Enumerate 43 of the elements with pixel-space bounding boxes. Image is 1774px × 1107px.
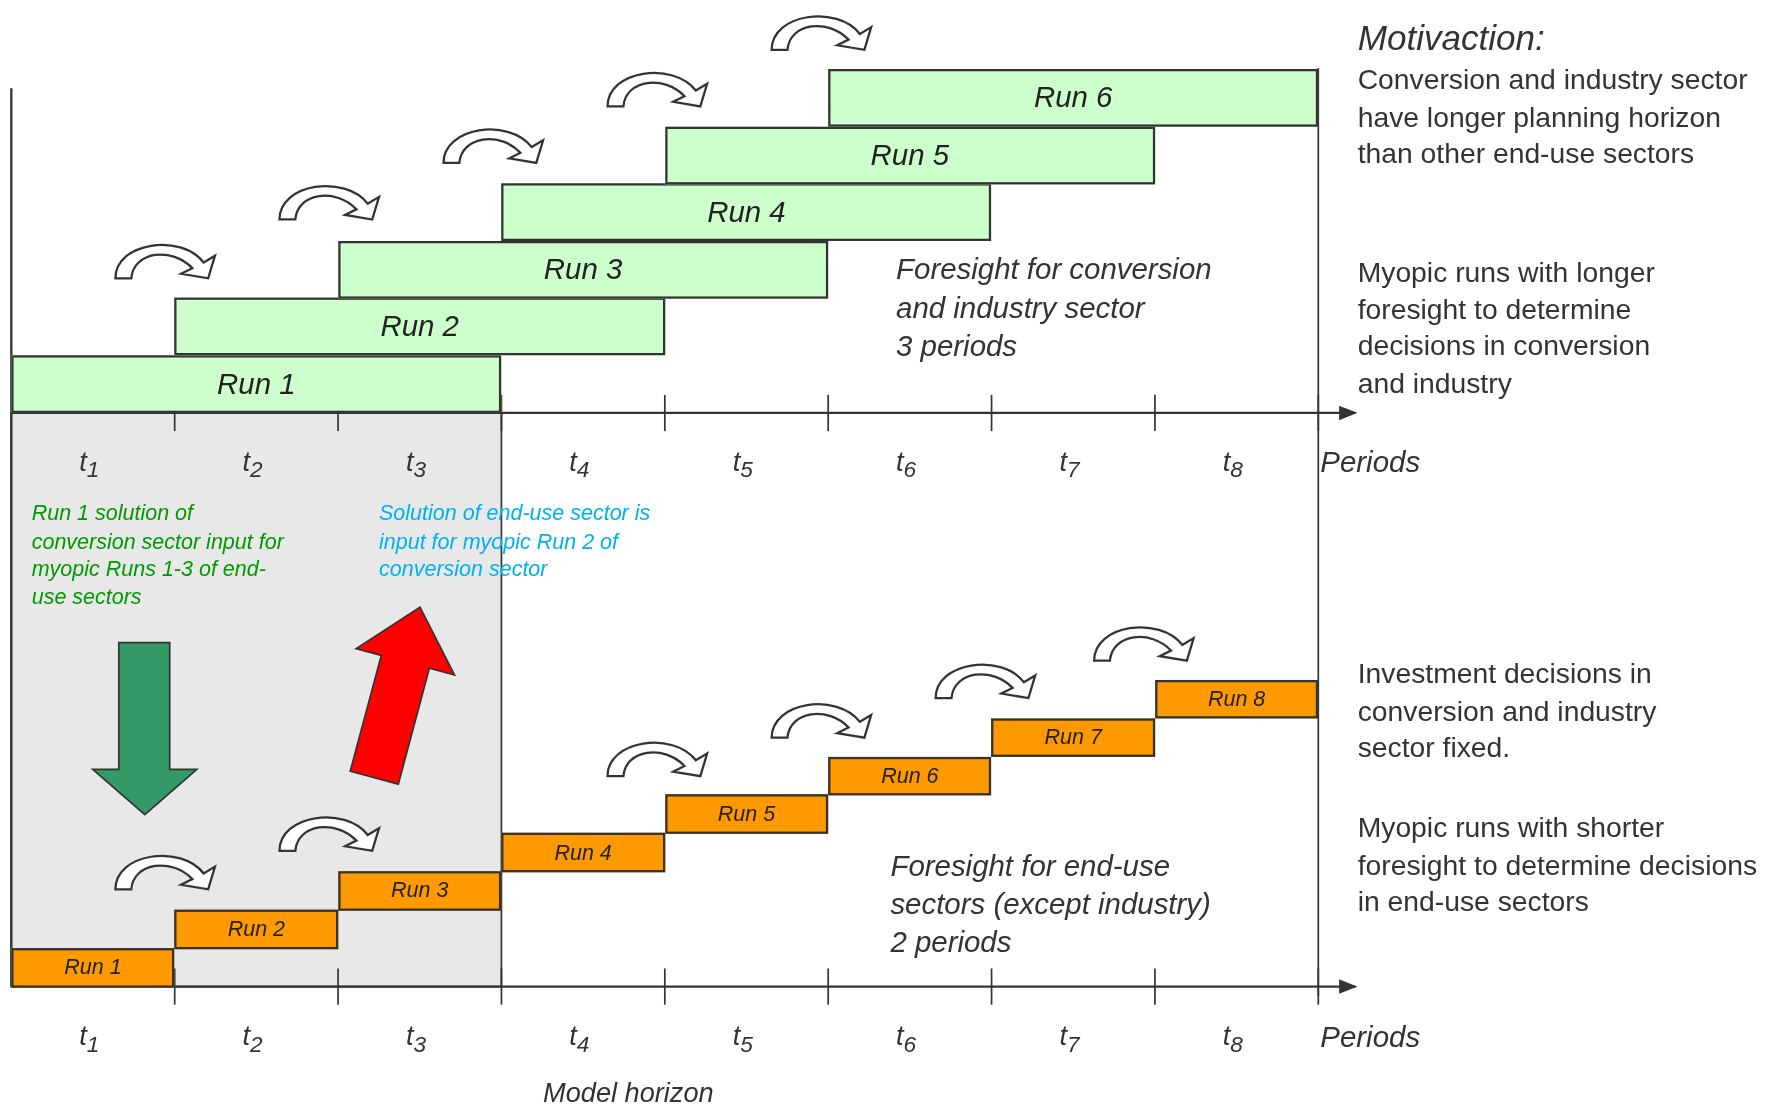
axis-title: Model horizon xyxy=(543,1076,714,1107)
foresight-note: 3 periods xyxy=(896,328,1018,366)
period-label: t$_{6}$ xyxy=(896,1019,917,1059)
period-label: t$_{3}$ xyxy=(405,444,427,484)
period-label: t$_{5}$ xyxy=(732,1019,753,1059)
run-bar: Run 2 xyxy=(174,298,665,356)
run-bar: Run 3 xyxy=(338,240,829,299)
period-label: t$_{7}$ xyxy=(1059,444,1080,484)
note-text: Conversion and industry sector have longer planning horizon than other end-use sectors xyxy=(1357,62,1749,171)
period-label: t$_{4}$ xyxy=(569,1019,590,1059)
foresight-note: Foresight for end-use sectors (except industry) xyxy=(890,847,1212,923)
run-bar: Run 8 xyxy=(1154,679,1319,719)
foresight-note: Foresight for conversion and industry sector xyxy=(896,251,1213,327)
note-text: Myopic runs with shorter foresight to determine decisions in end-use sectors xyxy=(1357,810,1759,919)
period-label: t$_{3}$ xyxy=(405,1019,427,1059)
run-bar: Run 3 xyxy=(338,871,502,911)
run-bar: Run 5 xyxy=(664,794,829,834)
axis-label: Periods xyxy=(1320,443,1421,481)
run-bar: Run 4 xyxy=(501,833,665,873)
run-bar: Run 4 xyxy=(501,183,992,242)
note-text: Myopic runs with longer foresight to determine decisions in conversion and industry xyxy=(1357,254,1656,401)
run-bar: Run 6 xyxy=(828,756,992,796)
period-label: t$_{6}$ xyxy=(896,444,917,484)
run-bar: Run 1 xyxy=(11,948,175,988)
heading: Motivaction: xyxy=(1357,17,1545,60)
note-text: Investment decisions in conversion and industry sector fixed. xyxy=(1357,656,1658,765)
period-label: t$_{8}$ xyxy=(1222,1019,1243,1059)
period-label: t$_{2}$ xyxy=(242,1019,263,1059)
foresight-note: 2 periods xyxy=(890,923,1012,961)
period-label: t$_{1}$ xyxy=(79,1019,100,1059)
period-label: t$_{5}$ xyxy=(732,444,753,484)
period-label: t$_{8}$ xyxy=(1222,444,1243,484)
period-label: t$_{4}$ xyxy=(569,444,590,484)
run-bar: Run 2 xyxy=(174,909,339,949)
period-label: t$_{7}$ xyxy=(1059,1019,1080,1059)
period-label: t$_{1}$ xyxy=(79,444,100,484)
axis-label: Periods xyxy=(1320,1018,1421,1056)
period-label: t$_{2}$ xyxy=(242,444,263,484)
run-bar: Run 1 xyxy=(11,355,502,413)
run-bar: Run 6 xyxy=(828,69,1319,127)
run-bar: Run 7 xyxy=(991,718,1155,757)
annotation-text: Run 1 solution of conversion sector input for myopic Runs 1-3 of end-use sectors xyxy=(31,500,286,611)
run-bar: Run 5 xyxy=(664,126,1155,184)
